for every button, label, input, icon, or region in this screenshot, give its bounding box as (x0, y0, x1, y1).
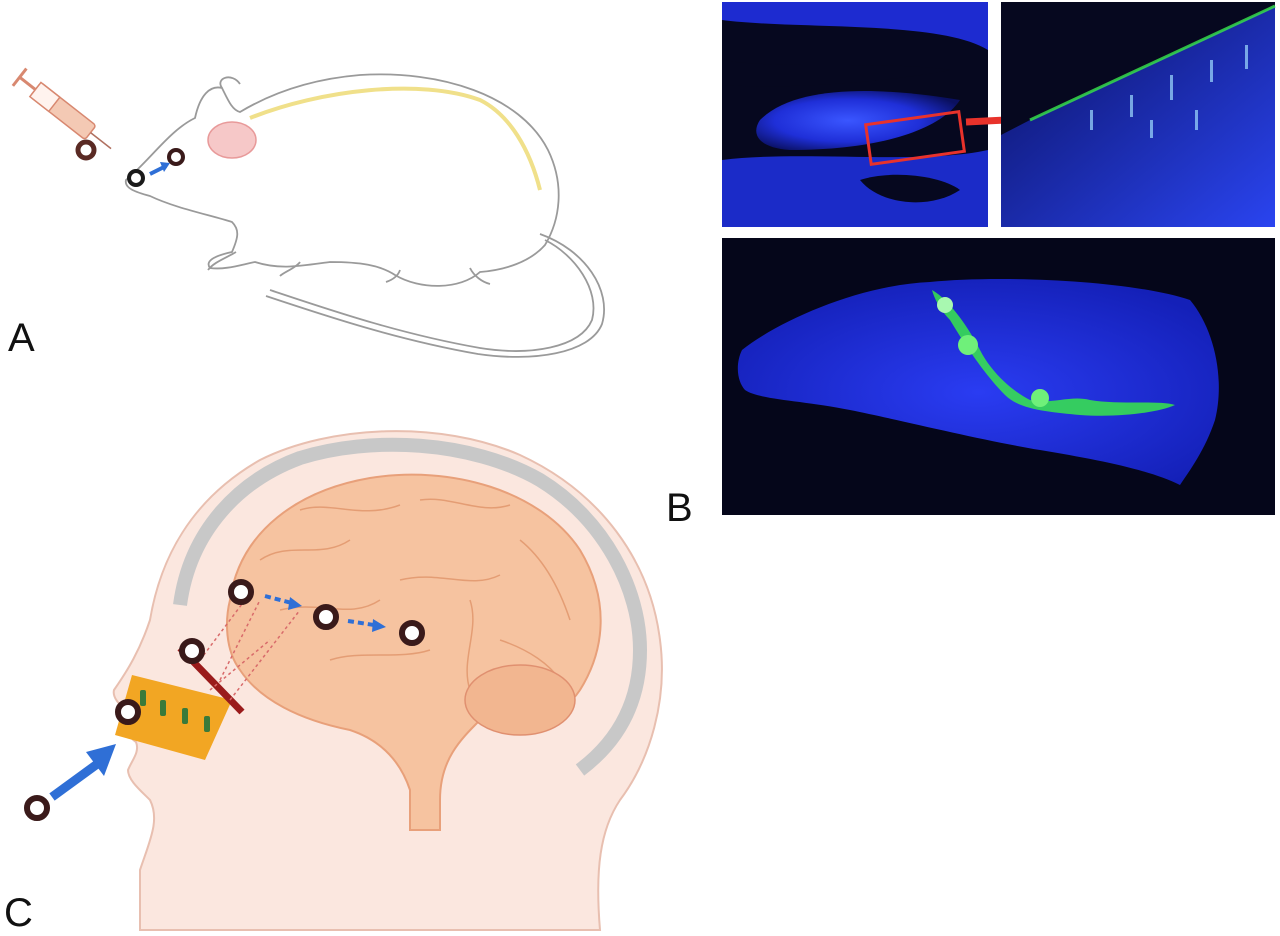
panel-a-diagram (11, 67, 605, 358)
mouse-brain (207, 121, 257, 159)
skull (173, 437, 648, 776)
particle-icon (24, 795, 50, 821)
panel-b-micrographs (722, 2, 1276, 515)
particle-icon (313, 604, 339, 630)
flow-arrow-icon (264, 594, 293, 605)
transport-pathways (199, 599, 301, 701)
particle-icon (115, 699, 141, 725)
mouse-outline (124, 73, 605, 358)
particle-icon (167, 148, 185, 166)
flow-arrow-icon (86, 744, 116, 776)
flow-arrow-icon (372, 619, 386, 632)
particle-icon (179, 638, 205, 664)
panel-c-label: C (4, 891, 33, 935)
panel-c-diagram (24, 430, 663, 931)
cerebellum (464, 664, 576, 736)
flow-arrow-icon (288, 597, 302, 610)
flow-arrow-icon (49, 758, 103, 801)
panel-a-label: A (8, 316, 35, 360)
flow-arrow-icon (347, 619, 375, 627)
panel-b-label: B (666, 486, 693, 530)
nerve-pathway (249, 86, 542, 191)
micrograph-zoom (1001, 2, 1276, 227)
micrograph-sagittal-brain (722, 238, 1275, 515)
particle-icon (75, 139, 97, 161)
syringe-icon (11, 67, 112, 150)
micrograph-overview (722, 2, 988, 227)
particle-icon (228, 579, 254, 605)
flow-arrow-icon (160, 162, 170, 172)
particle-icon (127, 169, 145, 187)
region-highlight-box (863, 109, 967, 167)
zoom-arrow-icon (965, 116, 1007, 126)
particle-icon (399, 620, 425, 646)
